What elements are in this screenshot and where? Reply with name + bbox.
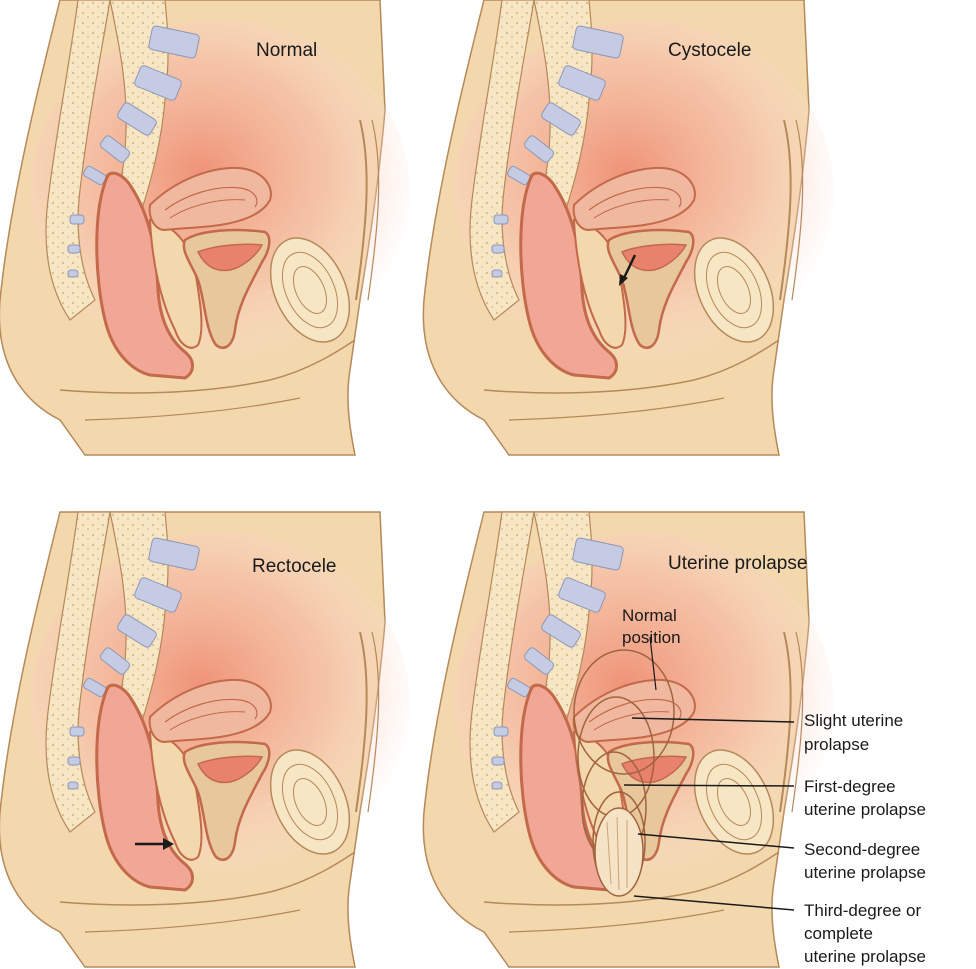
label-first-line2: uterine prolapse bbox=[804, 800, 926, 819]
label-second-line2: uterine prolapse bbox=[804, 863, 926, 882]
prolapsed-uterus bbox=[595, 808, 643, 896]
label-slight-line2: prolapse bbox=[804, 735, 869, 754]
label-second-degree: Second-degree uterine prolapse bbox=[804, 840, 926, 882]
panel-title-uterine-prolapse: Uterine prolapse bbox=[668, 553, 807, 574]
panel-title-rectocele: Rectocele bbox=[252, 556, 337, 577]
first-degree-leader bbox=[624, 785, 794, 786]
panel-uterine-prolapse bbox=[423, 512, 834, 967]
pelvis-illustration-prolapse bbox=[423, 512, 834, 967]
pelvis-illustration-normal bbox=[0, 0, 410, 455]
label-normal-position-line1: Normal bbox=[622, 606, 677, 625]
label-normal-position-line2: position bbox=[622, 628, 681, 647]
label-second-line1: Second-degree bbox=[804, 840, 920, 859]
panel-cystocele bbox=[423, 0, 834, 455]
label-third-degree: Third-degree or complete uterine prolaps… bbox=[804, 901, 926, 966]
label-first-degree: First-degree uterine prolapse bbox=[804, 777, 926, 819]
pelvis-illustration-rectocele bbox=[0, 512, 410, 967]
panel-title-cystocele: Cystocele bbox=[668, 40, 751, 61]
panel-title-normal: Normal bbox=[256, 40, 317, 61]
pelvis-illustration-cystocele bbox=[423, 0, 834, 455]
panel-rectocele bbox=[0, 512, 410, 967]
panel-normal bbox=[0, 0, 410, 455]
label-third-line3: uterine prolapse bbox=[804, 947, 926, 966]
label-third-line2: complete bbox=[804, 924, 873, 943]
label-first-line1: First-degree bbox=[804, 777, 896, 796]
label-slight-line1: Slight uterine bbox=[804, 711, 903, 730]
label-third-line1: Third-degree or bbox=[804, 901, 922, 920]
